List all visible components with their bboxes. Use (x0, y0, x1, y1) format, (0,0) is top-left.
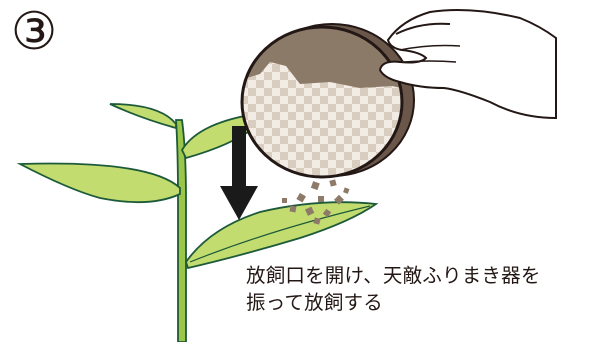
step-number: ③ (10, 2, 58, 62)
hand-icon (378, 9, 557, 120)
particles (282, 179, 350, 225)
leaf-top (109, 103, 177, 130)
instruction-caption: 放飼口を開け、天敵ふりまき器を 振って放飼する (246, 262, 596, 316)
caption-line-1: 放飼口を開け、天敵ふりまき器を (246, 264, 541, 287)
plant-stem (175, 119, 187, 342)
leaf-lower-right (185, 201, 379, 270)
down-arrow-icon (220, 126, 258, 220)
leaf-left (16, 162, 181, 204)
dispenser-icon (240, 23, 415, 179)
caption-line-2: 振って放飼する (246, 291, 383, 314)
